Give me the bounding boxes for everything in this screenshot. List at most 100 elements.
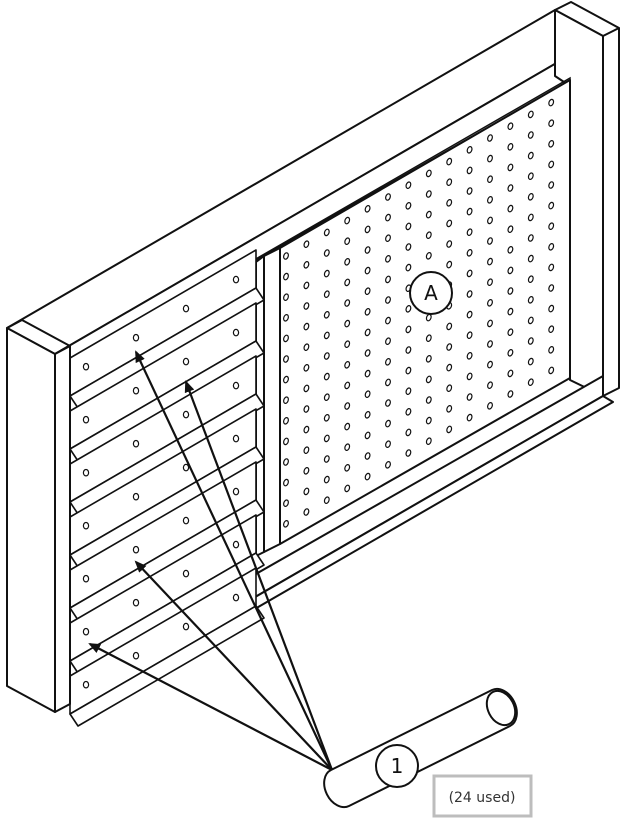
peg-hole <box>303 446 310 454</box>
peg-hole <box>487 134 493 142</box>
slat-hole <box>82 415 90 424</box>
slat-hole <box>232 275 240 284</box>
peg-hole <box>487 340 493 348</box>
callout-a-label: A <box>424 281 438 305</box>
peg-hole <box>507 266 514 275</box>
slat-hole <box>182 463 190 472</box>
slat-hole <box>132 439 140 448</box>
peg-hole <box>283 437 289 446</box>
peg-hole <box>303 302 310 310</box>
peg-hole <box>527 254 534 263</box>
peg-hole <box>323 393 330 401</box>
slat-edge <box>69 499 265 621</box>
arrow-to-hole <box>184 380 334 771</box>
peg-hole <box>303 281 310 290</box>
peg-hole <box>527 316 534 325</box>
peg-hole <box>323 228 330 237</box>
peg-hole <box>425 375 432 384</box>
slat-hole <box>132 598 140 607</box>
peg-hole <box>323 311 330 319</box>
peg-hole <box>405 449 412 457</box>
peg-hole <box>283 396 289 404</box>
peg-hole <box>527 151 534 160</box>
peg-hole <box>487 216 493 225</box>
peg-hole <box>466 249 473 257</box>
peg-hole <box>385 275 391 284</box>
peg-hole <box>385 255 391 263</box>
slat-holes <box>82 275 240 689</box>
peg-hole <box>425 169 432 178</box>
peg-hole <box>527 275 534 283</box>
slat-hole <box>132 545 140 554</box>
peg-hole <box>425 190 432 198</box>
peg-hole <box>487 402 493 410</box>
peg-hole <box>283 272 289 281</box>
peg-hole <box>323 269 330 278</box>
peg-hole <box>507 390 514 398</box>
peg-hole <box>283 499 289 507</box>
peg-holes <box>283 98 555 528</box>
peg-hole <box>548 222 555 230</box>
slat-hole <box>82 680 90 689</box>
peg-hole <box>385 193 391 201</box>
peg-hole <box>487 257 493 266</box>
peg-hole <box>466 207 473 216</box>
peg-hole <box>548 304 555 313</box>
slat-hole <box>82 468 90 477</box>
peg-hole <box>323 434 330 443</box>
peg-hole <box>323 372 330 381</box>
slat-hole <box>132 386 140 395</box>
peg-hole <box>405 346 412 354</box>
slat-hole <box>182 410 190 419</box>
peg-hole <box>344 258 351 266</box>
peg-hole <box>466 269 473 278</box>
peg-hole <box>364 349 371 357</box>
peg-hole <box>364 266 371 275</box>
peg-hole <box>487 381 493 389</box>
peg-hole <box>507 122 514 130</box>
peg-hole <box>507 225 514 233</box>
peg-hole <box>283 334 289 343</box>
peg-hole <box>425 396 432 404</box>
peg-hole <box>344 216 351 225</box>
peg-hole <box>446 260 453 269</box>
peg-hole <box>405 202 412 210</box>
peg-hole <box>323 414 330 422</box>
peg-hole <box>283 355 289 363</box>
slat-hole <box>132 651 140 660</box>
peg-hole <box>527 378 534 386</box>
peg-hole <box>548 325 555 333</box>
peg-hole <box>303 467 310 475</box>
peg-hole <box>507 349 514 357</box>
peg-hole <box>548 181 555 189</box>
peg-hole <box>364 308 371 316</box>
arrow-to-hole <box>88 643 333 771</box>
peg-hole <box>548 243 555 251</box>
peg-hole <box>364 452 371 460</box>
peg-hole <box>507 143 514 151</box>
slat-hole <box>232 540 240 549</box>
peg-hole <box>507 307 514 316</box>
peg-hole <box>303 261 310 269</box>
slat-hole <box>182 357 190 366</box>
peg-hole <box>303 322 310 331</box>
peg-hole <box>323 455 330 463</box>
peg-hole <box>323 331 330 340</box>
peg-hole <box>385 337 391 345</box>
peg-hole <box>405 263 412 272</box>
slat-hole <box>82 627 90 636</box>
peg-hole <box>344 361 351 369</box>
peg-hole <box>283 314 289 322</box>
peg-hole <box>303 240 310 248</box>
slat-hole <box>132 492 140 501</box>
peg-hole <box>446 322 453 331</box>
quantity-note-text: (24 used) <box>449 790 516 806</box>
slat-edge <box>69 446 265 568</box>
peg-hole <box>323 496 330 504</box>
quantity-note: (24 used) <box>432 774 533 818</box>
peg-hole <box>283 417 289 425</box>
slat-hole <box>182 516 190 525</box>
slat-edge <box>69 605 265 727</box>
slat-hole <box>82 362 90 371</box>
